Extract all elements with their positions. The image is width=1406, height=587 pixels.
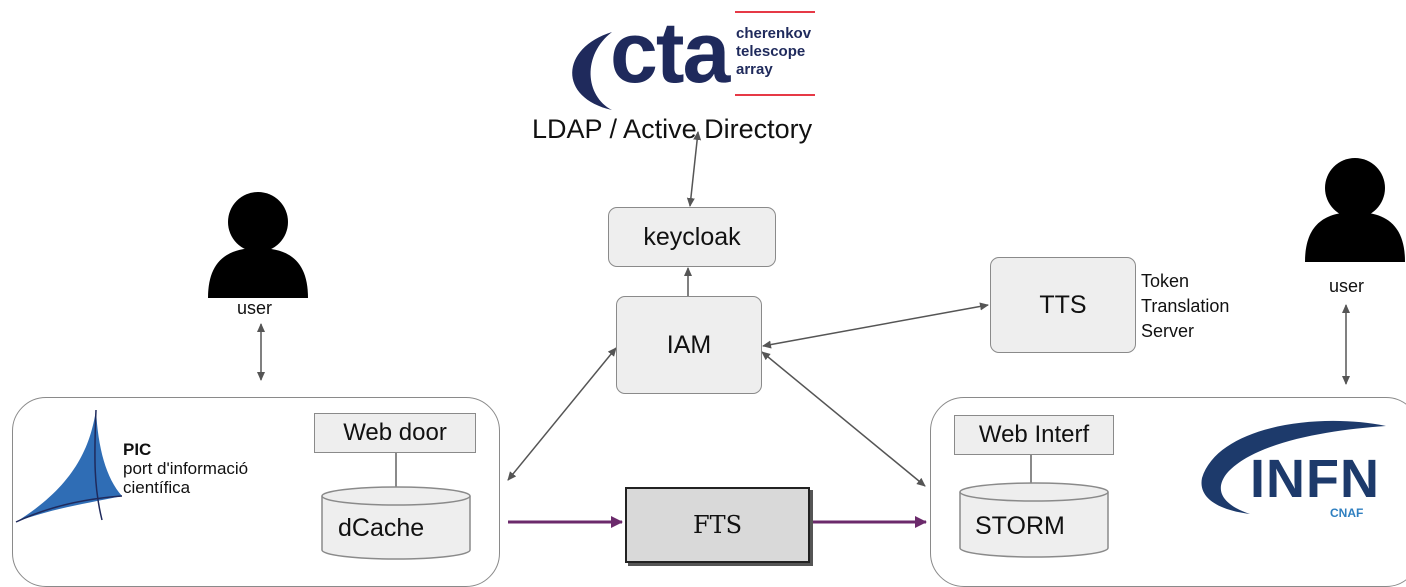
cta-tagline-2: telescope	[736, 43, 806, 60]
iam-label: IAM	[666, 330, 712, 359]
user-icon-right	[1305, 158, 1405, 262]
tts-label: TTS	[1039, 290, 1087, 319]
cta-tagline-3: array	[736, 61, 773, 78]
pic-logo-line-2: científica	[123, 478, 191, 497]
cta-logo-text: cta	[610, 5, 730, 101]
pic-logo-mark	[15, 409, 123, 523]
web-interface-label: Web Interf	[978, 421, 1090, 448]
user-label-left: user	[237, 298, 273, 318]
infn-logo-subtext: CNAF	[1330, 506, 1364, 520]
tts-description-2: Translation	[1141, 296, 1230, 316]
tts-description-1: Token	[1141, 271, 1190, 291]
keycloak-label: keycloak	[643, 222, 741, 251]
architecture-diagram	[208, 11, 1405, 528]
web-interface-box[interactable]: Web Interf	[954, 415, 1114, 455]
infn-logo-swoosh	[1201, 420, 1386, 514]
storm-storage[interactable]	[958, 480, 1110, 558]
keycloak-node[interactable]: keycloak	[608, 207, 776, 267]
user-label-right: user	[1329, 276, 1365, 296]
pic-logo-line-1: port d'informació	[123, 459, 249, 478]
ldap-directory-label: LDAP / Active Directory	[532, 114, 813, 144]
tts-node[interactable]: TTS	[990, 257, 1136, 353]
arrow-iam-right-site	[761, 351, 926, 487]
cta-tagline-1: cherenkov	[736, 25, 812, 42]
dcache-storage[interactable]	[320, 484, 472, 560]
iam-node[interactable]: IAM	[616, 296, 762, 394]
infn-logo-text: INFN	[1250, 449, 1380, 509]
fts-node[interactable]: FTS	[625, 487, 810, 563]
arrow-iam-tts	[762, 302, 989, 349]
web-door-connector	[395, 453, 397, 489]
arrow-iam-left-site	[507, 347, 617, 481]
fts-label: FTS	[692, 511, 743, 539]
tts-description-3: Server	[1141, 321, 1195, 341]
dcache-label: dCache	[338, 514, 425, 542]
arrow-ldap-keycloak	[686, 131, 702, 207]
user-icon-left	[208, 192, 308, 298]
pic-logo-title: PIC	[123, 440, 152, 459]
web-door-box[interactable]: Web door	[314, 413, 476, 453]
web-door-label: Web door	[343, 419, 447, 446]
storm-label: STORM	[975, 512, 1065, 540]
cta-logo-swoosh	[572, 32, 612, 110]
web-interface-connector	[1030, 455, 1032, 487]
